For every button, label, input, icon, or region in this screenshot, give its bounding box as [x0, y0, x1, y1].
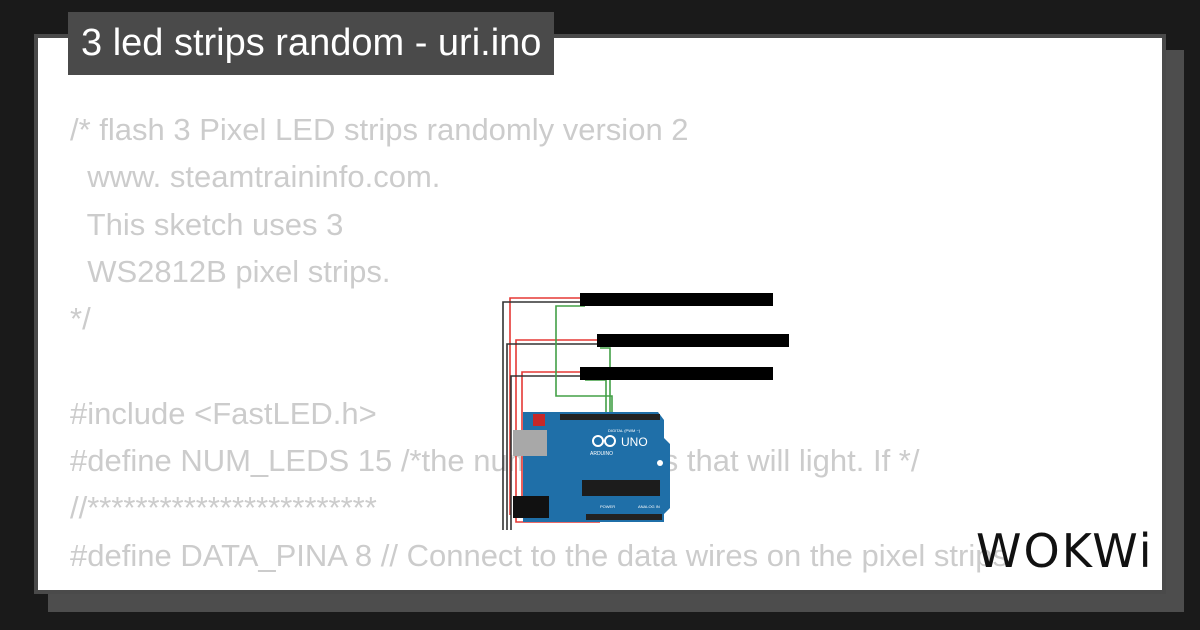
board-brand: ARDUINO	[590, 451, 613, 457]
analog-header	[586, 514, 662, 520]
led-strip-1	[580, 293, 773, 306]
power-label: POWER	[600, 504, 615, 509]
code-preview: /* flash 3 Pixel LED strips randomly ver…	[70, 106, 1008, 590]
arduino-logo-icon	[592, 435, 616, 447]
wire-red-3	[521, 371, 585, 515]
project-title[interactable]: 3 led strips random - uri.ino	[68, 12, 555, 75]
arduino-uno-board: UNO ARDUINO DIGITAL (PWM ~) ANALOG IN PO…	[513, 412, 670, 522]
code-line: /* flash 3 Pixel LED strips randomly ver…	[70, 112, 689, 147]
led-strip-2	[597, 334, 789, 347]
board-model: UNO	[621, 435, 648, 449]
code-line: //#define DATA_PINB 7	[70, 579, 1008, 590]
wire-red-1	[509, 297, 585, 515]
code-line: #include <FastLED.h>	[70, 395, 377, 431]
wire-black-3	[510, 375, 585, 530]
code-line: */	[70, 301, 91, 337]
analog-label: ANALOG IN	[638, 504, 660, 509]
digital-label: DIGITAL (PWM ~)	[608, 428, 641, 433]
code-line: #define DATA_PINA 8 // Connect to the da…	[70, 537, 1008, 573]
project-card[interactable]: /* flash 3 Pixel LED strips randomly ver…	[34, 34, 1166, 594]
code-line: This sketch uses 3	[70, 206, 344, 242]
wire-green-1	[555, 305, 613, 414]
wire-black-1	[502, 301, 585, 530]
code-line: www. steamtraininfo.com.	[70, 159, 441, 195]
power-jack	[513, 496, 549, 518]
wire-green-3	[585, 379, 607, 414]
usb-port	[513, 430, 547, 456]
reset-button	[533, 414, 545, 426]
wire-red-2	[515, 339, 600, 515]
code-line: WS2812B pixel strips.	[70, 253, 391, 289]
atmega-chip	[582, 480, 660, 496]
digital-header	[560, 414, 660, 420]
wokwi-logo: WOKWi	[976, 524, 1154, 578]
wire-black-2	[506, 343, 600, 530]
mount-hole	[657, 460, 663, 466]
code-line: //************************	[70, 490, 377, 526]
led-strip-3	[580, 367, 773, 380]
wire-green-2	[600, 347, 611, 414]
